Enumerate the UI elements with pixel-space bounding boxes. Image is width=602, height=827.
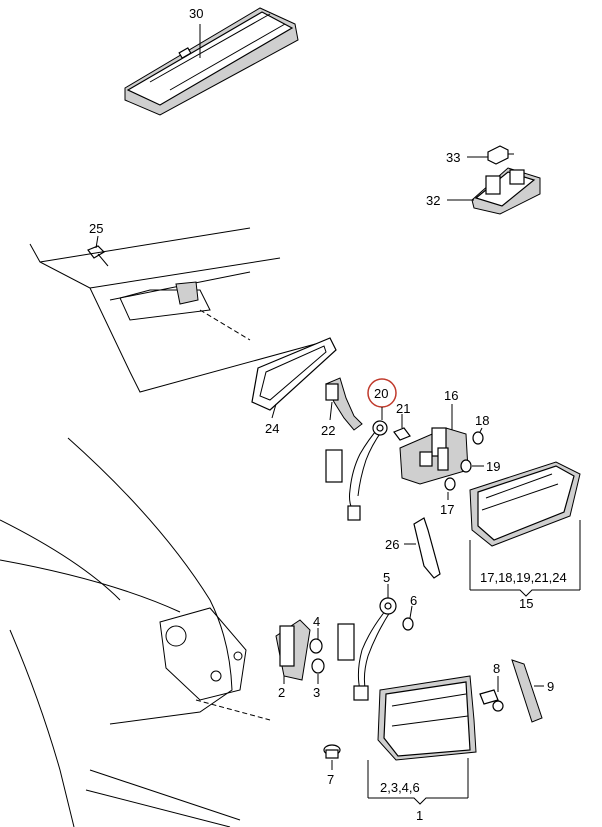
- part-6-bulb[interactable]: [402, 617, 414, 631]
- callout-32[interactable]: 32: [426, 193, 440, 208]
- callout-7[interactable]: 7: [327, 772, 334, 787]
- callout-26[interactable]: 26: [385, 537, 399, 552]
- callout-18[interactable]: 18: [475, 413, 489, 428]
- part-1-outer-tail-lamp[interactable]: [377, 675, 477, 761]
- leader-24: [271, 403, 277, 419]
- part-3-bulb[interactable]: [311, 658, 325, 674]
- vehicle-rear-body-upper: [29, 227, 331, 393]
- part-20-bulb-holder[interactable]: [372, 420, 388, 436]
- callout-4[interactable]: 4: [313, 614, 320, 629]
- part-21-bulb[interactable]: [393, 427, 411, 441]
- part-8-screw[interactable]: [479, 689, 504, 712]
- vehicle-rear-body-lower: [0, 437, 271, 827]
- part-5-socket[interactable]: [379, 597, 397, 615]
- callout-6[interactable]: 6: [410, 593, 417, 608]
- wiring-harness-upper: [325, 425, 385, 521]
- callout-1[interactable]: 1: [416, 808, 423, 823]
- bracket-1: [367, 758, 469, 805]
- part-32-licence-plate-light[interactable]: [471, 167, 541, 215]
- callout-20[interactable]: 20: [374, 386, 388, 401]
- part-25-bolt[interactable]: [87, 245, 109, 267]
- callout-5[interactable]: 5: [383, 570, 390, 585]
- leader-25: [95, 235, 99, 249]
- part-19-bulb[interactable]: [460, 459, 472, 473]
- part-22-connector[interactable]: [325, 377, 363, 431]
- part-15-inner-tail-lamp[interactable]: [469, 461, 581, 547]
- leader-18: [479, 427, 483, 433]
- part-26-trim-strip[interactable]: [413, 517, 441, 579]
- part-30-third-brake-light[interactable]: [124, 7, 299, 116]
- callout-15[interactable]: 15: [519, 596, 533, 611]
- part-9-trim[interactable]: [511, 659, 543, 723]
- callout-24[interactable]: 24: [265, 421, 279, 436]
- part-18-bulb[interactable]: [472, 431, 484, 445]
- part-7-plug[interactable]: [323, 744, 341, 759]
- callout-17-18-19-21-24[interactable]: 17,18,19,21,24: [480, 570, 567, 585]
- callout-2[interactable]: 2: [278, 685, 285, 700]
- callout-16[interactable]: 16: [444, 388, 458, 403]
- callout-21[interactable]: 21: [396, 401, 410, 416]
- part-2-bulb-carrier[interactable]: [275, 619, 311, 681]
- part-17-bulb[interactable]: [444, 477, 456, 491]
- wiring-harness-lower: [337, 609, 391, 701]
- callout-9[interactable]: 9: [547, 679, 554, 694]
- callout-2-3-4-6[interactable]: 2,3,4,6: [380, 780, 420, 795]
- callout-33[interactable]: 33: [446, 150, 460, 165]
- callout-17[interactable]: 17: [440, 502, 454, 517]
- callout-22[interactable]: 22: [321, 423, 335, 438]
- leader-6: [409, 605, 413, 619]
- callout-8[interactable]: 8: [493, 661, 500, 676]
- part-4-bulb[interactable]: [309, 638, 323, 654]
- part-24-gasket[interactable]: [251, 337, 337, 411]
- callout-25[interactable]: 25: [89, 221, 103, 236]
- leader-22: [329, 401, 333, 421]
- part-33-bulb[interactable]: [487, 145, 514, 165]
- bracket-15: [469, 520, 581, 597]
- callout-19[interactable]: 19: [486, 459, 500, 474]
- callout-30[interactable]: 30: [189, 6, 203, 21]
- callout-3[interactable]: 3: [313, 685, 320, 700]
